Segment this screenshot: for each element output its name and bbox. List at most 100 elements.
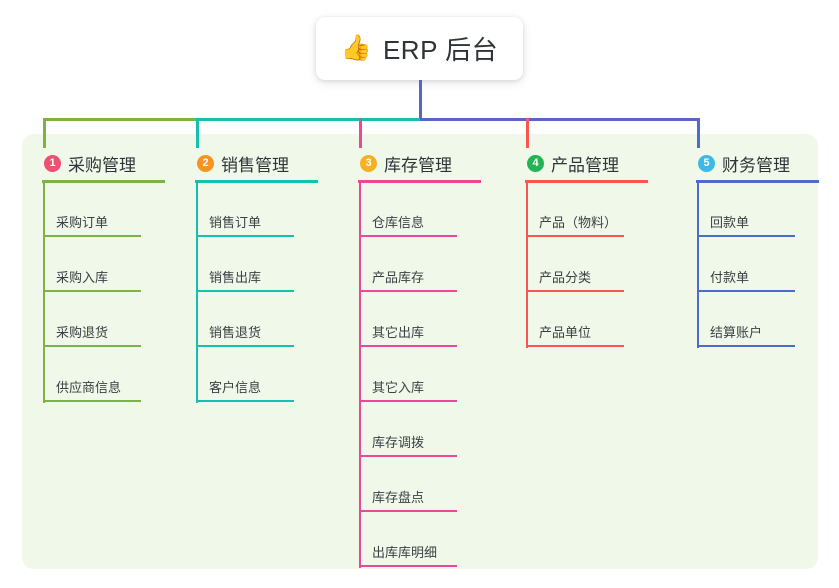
leaf-item[interactable]: 仓库信息 bbox=[360, 190, 457, 237]
column-header-1[interactable]: 1 采购管理 bbox=[44, 151, 136, 176]
leaf-label: 结算账户 bbox=[710, 325, 763, 340]
leaf-label: 库存盘点 bbox=[372, 490, 425, 505]
column-badge-3: 3 bbox=[360, 155, 377, 172]
leaf-label: 其它出库 bbox=[372, 325, 425, 340]
leaf-label: 采购退货 bbox=[56, 325, 109, 340]
leaf-rule bbox=[360, 400, 457, 402]
leaf-label: 销售订单 bbox=[209, 215, 262, 230]
leaf-label: 采购入库 bbox=[56, 270, 109, 285]
leaf-rule bbox=[197, 400, 294, 402]
leaf-label: 供应商信息 bbox=[56, 380, 122, 395]
leaf-rule bbox=[44, 290, 141, 292]
leaf-label: 产品单位 bbox=[539, 325, 592, 340]
connector-drop-1 bbox=[43, 118, 46, 148]
column-rule-2 bbox=[195, 180, 318, 183]
column-title-1: 采购管理 bbox=[68, 156, 136, 175]
leaf-label: 客户信息 bbox=[209, 380, 262, 395]
column-badge-1: 1 bbox=[44, 155, 61, 172]
leaf-label: 产品（物料） bbox=[539, 215, 618, 230]
connector-bar-left bbox=[43, 118, 197, 121]
leaf-item[interactable]: 采购订单 bbox=[44, 190, 141, 237]
leaf-rule bbox=[360, 235, 457, 237]
column-header-3[interactable]: 3 库存管理 bbox=[360, 151, 452, 176]
column-title-2: 销售管理 bbox=[221, 156, 289, 175]
leaf-item[interactable]: 库存调拨 bbox=[360, 410, 457, 457]
leaf-item[interactable]: 回款单 bbox=[698, 190, 795, 237]
column-spine-3 bbox=[359, 183, 361, 568]
leaf-item[interactable]: 采购退货 bbox=[44, 300, 141, 347]
leaf-rule bbox=[360, 345, 457, 347]
leaf-rule bbox=[360, 455, 457, 457]
leaf-rule bbox=[44, 345, 141, 347]
column-spine-5 bbox=[697, 183, 699, 348]
leaf-label: 付款单 bbox=[710, 270, 750, 285]
leaf-item[interactable]: 其它入库 bbox=[360, 355, 457, 402]
column-rule-5 bbox=[696, 180, 819, 183]
leaf-rule bbox=[44, 235, 141, 237]
thumbs-up-icon: 👍 bbox=[340, 34, 372, 62]
leaf-item[interactable]: 库存盘点 bbox=[360, 465, 457, 512]
leaf-item[interactable]: 客户信息 bbox=[197, 355, 294, 402]
leaf-label: 回款单 bbox=[710, 215, 750, 230]
leaf-label: 采购订单 bbox=[56, 215, 109, 230]
connector-drop-2 bbox=[196, 118, 199, 148]
leaf-item[interactable]: 销售订单 bbox=[197, 190, 294, 237]
leaf-item[interactable]: 付款单 bbox=[698, 245, 795, 292]
leaf-item[interactable]: 销售出库 bbox=[197, 245, 294, 292]
leaf-item[interactable]: 销售退货 bbox=[197, 300, 294, 347]
column-rule-3 bbox=[358, 180, 481, 183]
connector-bar-right bbox=[420, 118, 699, 121]
leaf-label: 销售出库 bbox=[209, 270, 262, 285]
leaf-rule bbox=[527, 290, 624, 292]
leaf-item[interactable]: 结算账户 bbox=[698, 300, 795, 347]
leaf-rule bbox=[698, 290, 795, 292]
column-header-5[interactable]: 5 财务管理 bbox=[698, 151, 790, 176]
leaf-rule bbox=[698, 345, 795, 347]
column-title-5: 财务管理 bbox=[722, 156, 790, 175]
leaf-label: 销售退货 bbox=[209, 325, 262, 340]
leaf-rule bbox=[527, 345, 624, 347]
leaf-rule bbox=[360, 290, 457, 292]
leaf-rule bbox=[360, 510, 457, 512]
leaf-label: 产品分类 bbox=[539, 270, 592, 285]
column-title-4: 产品管理 bbox=[551, 156, 619, 175]
column-title-3: 库存管理 bbox=[384, 156, 452, 175]
leaf-item[interactable]: 其它出库 bbox=[360, 300, 457, 347]
leaf-rule bbox=[698, 235, 795, 237]
leaf-item[interactable]: 产品单位 bbox=[527, 300, 624, 347]
leaf-rule bbox=[197, 345, 294, 347]
root-stem bbox=[419, 80, 422, 120]
leaf-item[interactable]: 采购入库 bbox=[44, 245, 141, 292]
leaf-rule bbox=[44, 400, 141, 402]
leaf-rule bbox=[360, 565, 457, 567]
column-badge-4: 4 bbox=[527, 155, 544, 172]
leaf-label: 产品库存 bbox=[372, 270, 425, 285]
leaf-label: 仓库信息 bbox=[372, 215, 425, 230]
leaf-rule bbox=[197, 290, 294, 292]
leaf-item[interactable]: 供应商信息 bbox=[44, 355, 141, 402]
leaf-item[interactable]: 出库库明细 bbox=[360, 520, 457, 567]
connector-bar-mid bbox=[197, 118, 420, 121]
connector-drop-3 bbox=[359, 118, 362, 148]
column-badge-5: 5 bbox=[698, 155, 715, 172]
column-rule-1 bbox=[42, 180, 165, 183]
root-node[interactable]: 👍 ERP 后台 bbox=[316, 17, 523, 80]
leaf-label: 其它入库 bbox=[372, 380, 425, 395]
leaf-rule bbox=[197, 235, 294, 237]
column-header-2[interactable]: 2 销售管理 bbox=[197, 151, 289, 176]
leaf-rule bbox=[527, 235, 624, 237]
connector-drop-4 bbox=[526, 118, 529, 148]
leaf-label: 库存调拨 bbox=[372, 435, 425, 450]
column-spine-4 bbox=[526, 183, 528, 348]
root-title: ERP 后台 bbox=[382, 35, 499, 65]
column-badge-2: 2 bbox=[197, 155, 214, 172]
column-rule-4 bbox=[525, 180, 648, 183]
branches-panel bbox=[22, 134, 818, 569]
leaf-item[interactable]: 产品（物料） bbox=[527, 190, 624, 237]
column-spine-1 bbox=[43, 183, 45, 403]
column-spine-2 bbox=[196, 183, 198, 403]
leaf-item[interactable]: 产品库存 bbox=[360, 245, 457, 292]
column-header-4[interactable]: 4 产品管理 bbox=[527, 151, 619, 176]
leaf-item[interactable]: 产品分类 bbox=[527, 245, 624, 292]
